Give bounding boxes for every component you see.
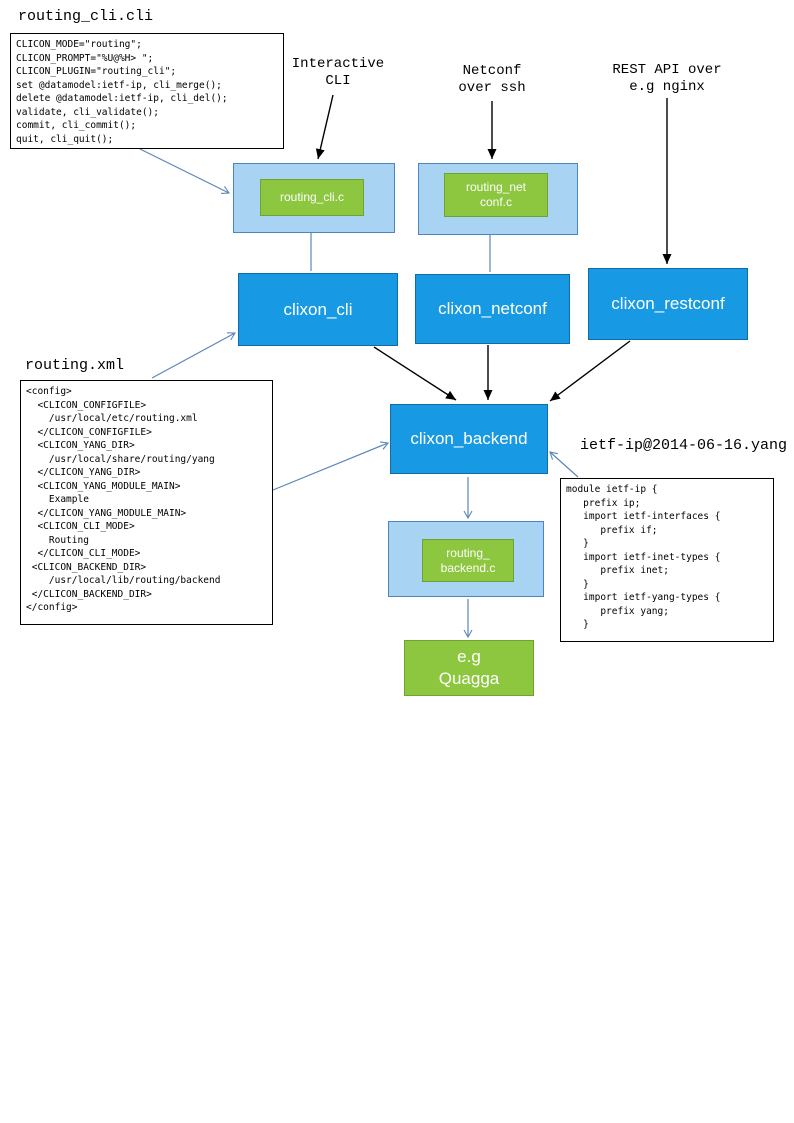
clixon-backend-label: clixon_backend [410, 429, 528, 448]
yang-file-title: ietf-ip@2014-06-16.yang [580, 437, 788, 454]
clixon-cli-box: clixon_cli [238, 273, 398, 346]
netconf-over-ssh-label: Netconf over ssh [458, 63, 526, 96]
cli-plugin-container: routing_cli.c [233, 163, 395, 233]
xml-code-box: <config> <CLICON_CONFIGFILE> /usr/local/… [20, 380, 273, 625]
clixon-netconf-label: clixon_netconf [438, 299, 547, 318]
backend-plugin-label: routing_ backend.c [440, 545, 496, 575]
cli-plugin-label: routing_cli.c [279, 190, 345, 204]
netconf-plugin-label: routing_net conf.c [465, 180, 527, 209]
clixon-backend-box: clixon_backend [390, 404, 548, 474]
clixon-netconf-box: clixon_netconf [415, 274, 570, 344]
interactive-cli-label: Interactive CLI [291, 56, 385, 89]
clixon-cli-label: clixon_cli [283, 299, 353, 319]
cli-code-box: CLICON_MODE="routing"; CLICON_PROMPT="%U… [10, 33, 284, 149]
cli-plugin-box: routing_cli.c [260, 179, 364, 216]
netconf-plugin-box: routing_net conf.c [444, 173, 548, 217]
rest-api-label: REST API over e.g nginx [612, 62, 722, 95]
quagga-label: e.g Quagga [438, 647, 500, 688]
clixon-restconf-label: clixon_restconf [611, 294, 725, 313]
yang-code-box: module ietf-ip { prefix ip; import ietf-… [560, 478, 774, 642]
backend-plugin-box: routing_ backend.c [422, 539, 514, 582]
xml-file-title: routing.xml [25, 357, 125, 374]
netconf-plugin-container: routing_net conf.c [418, 163, 578, 235]
clixon-restconf-box: clixon_restconf [588, 268, 748, 340]
backend-plugin-container: routing_ backend.c [388, 521, 544, 597]
quagga-box: e.g Quagga [404, 640, 534, 696]
cli-file-title: routing_cli.cli [18, 8, 154, 25]
